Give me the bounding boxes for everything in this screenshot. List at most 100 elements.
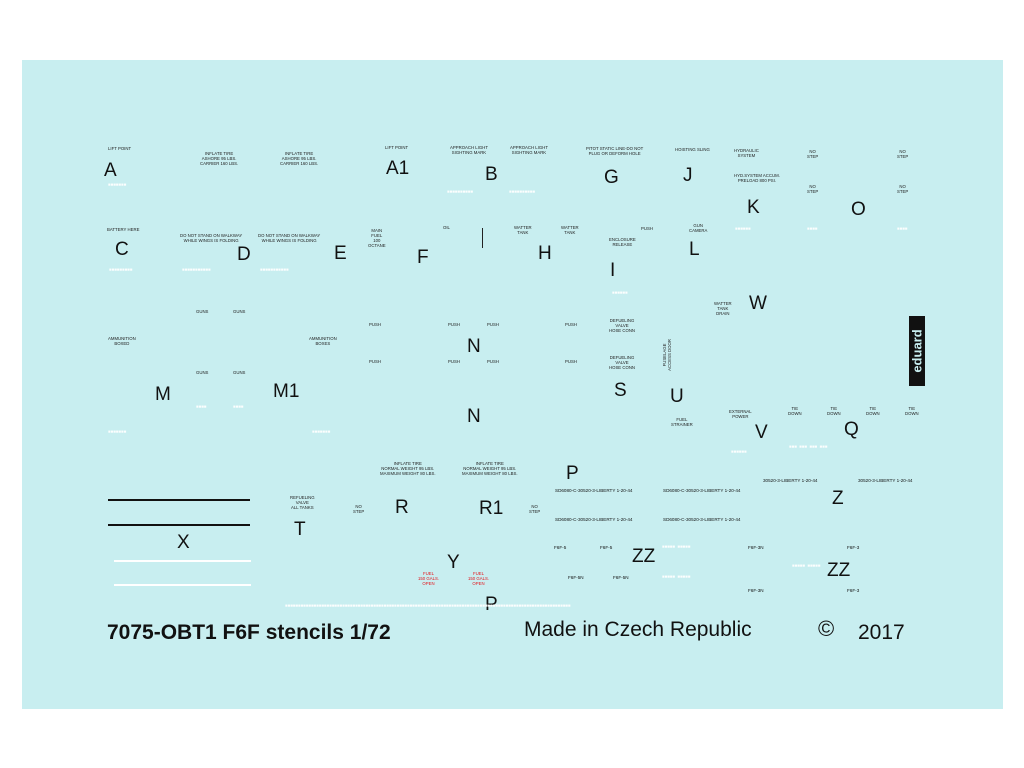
stencil-gun-camera: GUN CAMERA bbox=[689, 223, 708, 233]
serial-line-3: SD6080-C-30520-3-LIBERTY 1-20-44 bbox=[555, 517, 633, 522]
stencil-no-step-6: NO STEP bbox=[529, 504, 541, 514]
label-p-upper: P bbox=[566, 463, 579, 484]
stencil-external-power: EXTERNAL POWER bbox=[729, 409, 752, 419]
stencil-hoisting-sling: HOISTING SLING bbox=[675, 147, 710, 152]
label-i: I bbox=[610, 260, 616, 281]
stencil-push-7: PUSH bbox=[448, 359, 460, 364]
stencil-guns-2: GUNS bbox=[233, 309, 246, 314]
label-z: Z bbox=[832, 488, 844, 509]
stencil-no-step-4: NO STEP bbox=[897, 184, 909, 194]
label-h: H bbox=[538, 243, 552, 264]
copyright-year: 2017 bbox=[858, 621, 905, 644]
stencil-hyd-accum: HYD.SYSTEM ACCUM. PRELOAD 800 PSI. bbox=[734, 173, 780, 183]
stencil-inflate-tire-4: INFLATE TIRE NORMAL WEIGHT 95 LBS. MAXIM… bbox=[462, 461, 518, 476]
stencil-water-drain: WATTER TANK DRAIN bbox=[714, 301, 732, 316]
stencil-approach-light-2: APPROACH LIGHT SIGHTING MARK bbox=[510, 145, 548, 155]
label-l: L bbox=[689, 239, 700, 260]
designation-f6f-5-a: F6F-5 bbox=[554, 545, 567, 550]
designation-f6f-5n-a: F6F-5N bbox=[568, 575, 584, 580]
decal-sheet: A A1 B G J K O C D E F H I L W M M1 N N … bbox=[22, 60, 1003, 709]
white-mark-4: ■■■■■■■■■■■ bbox=[260, 267, 289, 272]
label-p-lower: P bbox=[485, 594, 498, 615]
stencil-main-fuel: MAIN FUEL 100 OCTANE bbox=[368, 228, 386, 248]
stencil-push-8: PUSH bbox=[487, 359, 499, 364]
label-n-upper: N bbox=[467, 336, 481, 357]
white-mark-11: ■■■■■■■ bbox=[108, 429, 127, 434]
white-mark-9: ■■■■ bbox=[807, 226, 818, 231]
stencil-push-3: PUSH bbox=[448, 322, 460, 327]
white-mark-17: ■■■■■■■■■■■■■■■■■■■■■■■■■■■■■■■■■■■■■■■■… bbox=[285, 603, 571, 608]
stencil-tie-down-2: TIE DOWN bbox=[827, 406, 841, 416]
label-x: X bbox=[177, 532, 190, 553]
sheet-title: 7075-OBT1 F6F stencils 1/72 bbox=[107, 621, 391, 644]
stencil-no-step-2: NO STEP bbox=[897, 149, 909, 159]
stencil-push-6: PUSH bbox=[369, 359, 381, 364]
label-g: G bbox=[604, 167, 619, 188]
stencil-water-tank-1: WATTER TANK bbox=[514, 225, 532, 235]
label-u: U bbox=[670, 386, 684, 407]
white-mark-2: ■■■■■■■■■ bbox=[109, 267, 133, 272]
label-v: V bbox=[755, 422, 768, 443]
white-mark-16: ■■■ ■■■ ■■■ ■■■ bbox=[789, 444, 828, 449]
label-k: K bbox=[747, 197, 760, 218]
stencil-walkway-2: DO NOT STAND ON WALKWAY WHILE WINGS IS F… bbox=[258, 233, 321, 243]
stencil-push-5: PUSH bbox=[565, 322, 577, 327]
designation-f6f-5n-b: F6F-5N bbox=[613, 575, 629, 580]
label-m1: M1 bbox=[273, 381, 300, 402]
white-mark-5: ■■■■■■■■■■ bbox=[447, 189, 473, 194]
stencil-refueling: REFUELING VALVE ALL TANKS bbox=[290, 495, 315, 510]
label-o: O bbox=[851, 199, 866, 220]
label-w: W bbox=[749, 293, 767, 314]
label-a1: A1 bbox=[386, 158, 410, 179]
white-mark-3: ■■■■■■■■■■■ bbox=[182, 267, 211, 272]
label-s: S bbox=[614, 380, 627, 401]
stencil-lift-point-a1: LIFT POINT bbox=[385, 145, 409, 150]
stripe-black-1 bbox=[108, 499, 250, 501]
stencil-push-1: PUSH bbox=[641, 226, 653, 231]
stencil-guns-4: GUNS bbox=[233, 370, 246, 375]
stencil-no-step-5: NO STEP bbox=[353, 504, 365, 514]
stencil-approach-light-1: APPROACH LIGHT SIGHTING MARK bbox=[450, 145, 488, 155]
label-c: C bbox=[115, 239, 129, 260]
label-e: E bbox=[334, 243, 347, 264]
stencil-fuel-red-1: FUEL 150 GALS. OPEN bbox=[418, 571, 440, 586]
label-a: A bbox=[104, 160, 117, 181]
eduard-logo: eduard bbox=[909, 316, 925, 386]
stencil-no-step-1: NO STEP bbox=[807, 149, 819, 159]
stencil-fuel-red-2: FUEL 150 GALS. OPEN bbox=[468, 571, 490, 586]
stencil-guns-3: GUNS bbox=[196, 370, 209, 375]
white-mark-13: ■■■■ bbox=[196, 404, 207, 409]
stencil-push-2: PUSH bbox=[369, 322, 381, 327]
serial-line-6: 30520-3-LIBERTY 1-20-44 bbox=[858, 478, 913, 483]
label-t: T bbox=[294, 519, 306, 540]
stencil-inflate-tire-3: INFLATE TIRE NORMAL WEIGHT 95 LBS. MAXIM… bbox=[380, 461, 436, 476]
white-mark-18: ■■■■■ ■■■■■ bbox=[662, 544, 691, 549]
label-zz-right: ZZ bbox=[827, 560, 851, 581]
stripe-white-2 bbox=[114, 584, 251, 586]
stencil-oil-tick bbox=[482, 228, 483, 248]
stencil-enclosure: ENCLOSURE RELEASE bbox=[609, 237, 636, 247]
stencil-oil: OIL bbox=[443, 225, 450, 230]
stencil-push-9: PUSH bbox=[565, 359, 577, 364]
white-mark-7: ■■■■■■ bbox=[612, 290, 628, 295]
white-mark-19: ■■■■■ ■■■■■ bbox=[662, 574, 691, 579]
label-m: M bbox=[155, 384, 171, 405]
label-r: R bbox=[395, 497, 409, 518]
stencil-defueling-2: DEFUELING VALVE HOSE CONN bbox=[609, 355, 636, 370]
stencil-hydraulic: HYDRAULIC SYSTEM bbox=[734, 148, 759, 158]
label-q: Q bbox=[844, 419, 859, 440]
stencil-tie-down-4: TIE DOWN bbox=[905, 406, 919, 416]
label-r1: R1 bbox=[479, 498, 504, 519]
stencil-battery: BATTERY HERE bbox=[107, 227, 140, 232]
designation-f6f-3n-a: F6F-3N bbox=[748, 545, 764, 550]
designation-f6f-5-b: F6F-5 bbox=[600, 545, 613, 550]
stencil-tie-down-1: TIE DOWN bbox=[788, 406, 802, 416]
stencil-defueling-1: DEFUELING VALVE HOSE CONN bbox=[609, 318, 636, 333]
label-f: F bbox=[417, 247, 429, 268]
label-n-lower: N bbox=[467, 406, 481, 427]
white-mark-15: ■■■■■■ bbox=[731, 449, 747, 454]
white-mark-20: ■■■■■ ■■■■■ bbox=[792, 563, 821, 568]
stencil-lift-point-a: LIFT POINT bbox=[108, 146, 132, 151]
stencil-guns-1: GUNS bbox=[196, 309, 209, 314]
stencil-push-4: PUSH bbox=[487, 322, 499, 327]
